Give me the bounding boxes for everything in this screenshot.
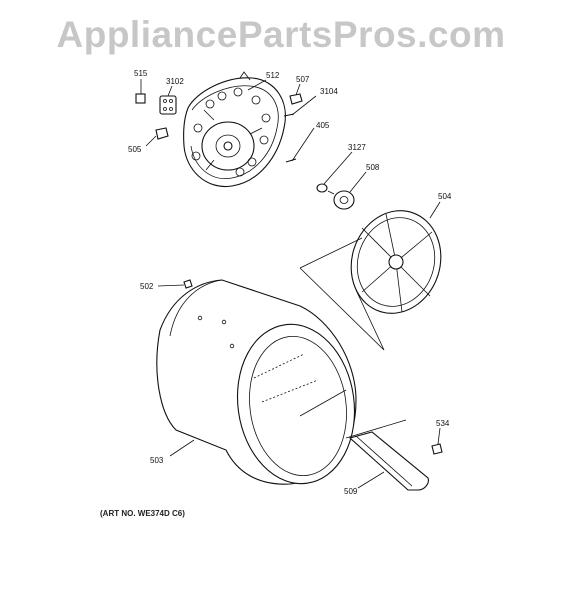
callout-534: 534 [436,419,450,428]
part-507 [289,93,303,105]
callout-515: 515 [134,69,148,78]
assembly-guide-lines [299,237,385,351]
callout-405: 405 [316,121,330,130]
part-503-drum [156,279,357,485]
part-508-roller [327,190,355,210]
callout-503: 503 [150,456,164,465]
part-509-slide [348,431,429,491]
callout-507: 507 [296,75,310,84]
part-3102 [159,95,177,115]
slide-guide-line [345,419,407,439]
part-534-screw [431,443,443,455]
part-515 [135,93,146,104]
rear-bulkhead [183,71,286,188]
callout-502: 502 [140,282,154,291]
callout-512: 512 [266,71,280,80]
watermark-logo: AppliancePartsPros.com [56,14,506,55]
callout-504: 504 [438,192,452,201]
callout-3102: 3102 [166,77,184,86]
part-505 [155,127,169,140]
part-504-baffle [350,210,442,314]
art-number: (ART NO. WE374D C6) [100,509,185,518]
part-502-screw [183,279,193,289]
callout-3104: 3104 [320,87,338,96]
part-3127-washer [316,183,328,193]
drum-guide-line [299,389,347,417]
callout-505: 505 [128,145,142,154]
callout-3127: 3127 [348,143,366,152]
callout-508: 508 [366,163,380,172]
part-405-screw [285,158,297,163]
callout-509: 509 [344,487,358,496]
